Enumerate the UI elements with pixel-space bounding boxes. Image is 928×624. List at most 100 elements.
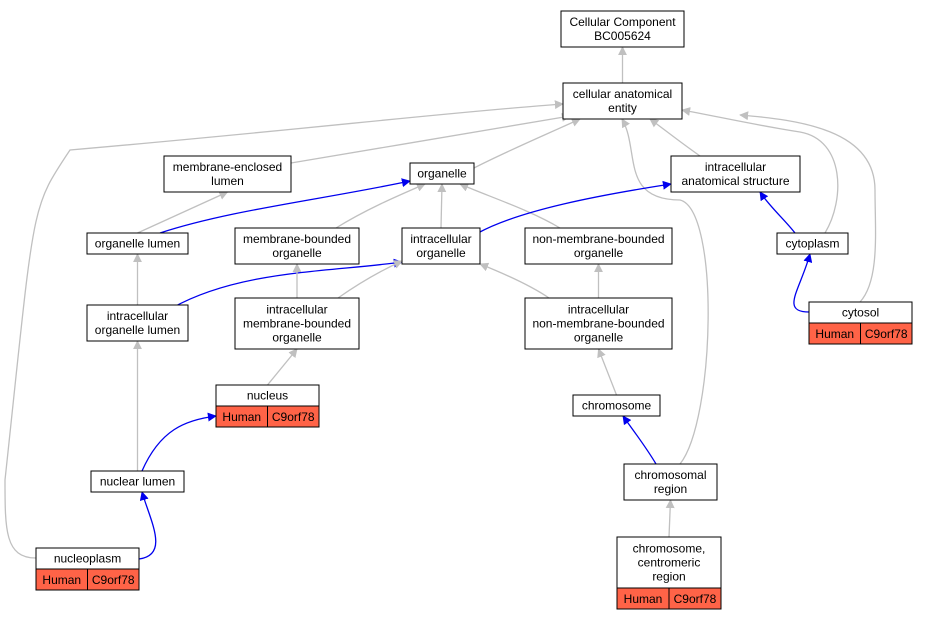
node-label: intracellular xyxy=(568,303,629,317)
node-label: region xyxy=(652,570,685,584)
edge-inmbo-to-io xyxy=(479,262,550,299)
node-label: nuclear lumen xyxy=(100,475,175,489)
annotation-gene: C9orf78 xyxy=(92,573,135,587)
node-box xyxy=(616,536,722,589)
node-box xyxy=(90,470,185,493)
node-label: organelle xyxy=(272,246,322,260)
annotation-gene: C9orf78 xyxy=(865,327,908,341)
edge-chregion-to-cae xyxy=(621,118,709,465)
node-label: nucleoplasm xyxy=(54,552,121,566)
node-box xyxy=(524,227,673,265)
edge-nucleus-to-imbo xyxy=(266,348,298,386)
node-box xyxy=(524,297,673,350)
node-label: entity xyxy=(608,101,637,115)
edge-nmbo-to-organelle xyxy=(459,183,561,229)
node-label: region xyxy=(654,482,687,496)
node-label: chromosome xyxy=(582,399,652,413)
node-box xyxy=(234,297,360,350)
node-label: chromosome, xyxy=(633,542,706,556)
node-box xyxy=(670,155,801,193)
node-label: membrane-bounded xyxy=(243,317,351,331)
node-box xyxy=(401,227,481,265)
node-olumen[interactable]: organelle lumen xyxy=(86,232,189,255)
node-label: organelle lumen xyxy=(95,323,180,337)
edge-olumen-to-mel xyxy=(137,191,229,234)
edge-olumen-to-organelle xyxy=(159,178,411,234)
node-box xyxy=(86,232,189,255)
node-nlumen[interactable]: nuclear lumen xyxy=(90,470,185,493)
edge-mel-to-cae xyxy=(290,112,571,164)
annotation-cell xyxy=(860,322,913,345)
edge-nlumen-to-nucleus xyxy=(141,412,217,472)
edge-chromosome-to-inmbo xyxy=(597,348,618,396)
node-label: anatomical structure xyxy=(681,174,789,188)
edge-imbo-to-io xyxy=(337,260,403,299)
edge-io-to-organelle xyxy=(437,183,447,229)
edge-chregion-to-chromosome xyxy=(622,415,657,465)
node-label: organelle lumen xyxy=(95,237,180,251)
node-label: Cellular Component xyxy=(569,15,676,29)
node-label: cytosol xyxy=(842,306,879,320)
node-label: cytoplasm xyxy=(785,237,839,251)
node-label: organelle xyxy=(416,246,466,260)
node-label: membrane-enclosed xyxy=(173,160,282,174)
node-box xyxy=(163,155,292,193)
annotation-organism: Human xyxy=(42,573,81,587)
node-label: non-membrane-bounded xyxy=(532,317,664,331)
node-box xyxy=(562,82,683,120)
node-label: intracellular xyxy=(107,309,168,323)
node-chromosome[interactable]: chromosome xyxy=(572,394,661,417)
node-label: organelle xyxy=(574,331,624,345)
node-organelle[interactable]: organelle xyxy=(409,162,475,185)
node-inmbo[interactable]: intracellularnon-membrane-boundedorganel… xyxy=(524,297,673,350)
node-label: cellular anatomical xyxy=(573,87,672,101)
edge-nucleoplasm-to-cae xyxy=(4,100,564,559)
node-label: centromeric xyxy=(638,556,701,570)
annotation-cell xyxy=(267,405,320,428)
node-label: chromosomal xyxy=(634,468,706,482)
node-box xyxy=(572,394,661,417)
annotation-gene: C9orf78 xyxy=(674,592,717,606)
edge-cytosol-to-cytoplasm xyxy=(793,253,813,313)
node-label: intracellular xyxy=(705,160,766,174)
annotation-gene: C9orf78 xyxy=(272,410,315,424)
edge-organelle-to-cae xyxy=(473,118,581,169)
node-box xyxy=(409,162,475,185)
edge-io-to-ias xyxy=(477,180,672,234)
node-label: BC005624 xyxy=(594,29,651,43)
node-label: intracellular xyxy=(410,232,471,246)
edge-iol-to-io xyxy=(171,258,403,309)
edge-ias-to-cae xyxy=(649,118,701,157)
node-box xyxy=(234,227,360,265)
node-cytoplasm[interactable]: cytoplasm xyxy=(776,232,849,255)
edge-cytoplasm-to-ias xyxy=(759,191,796,234)
annotation-cell xyxy=(668,587,722,610)
edge-mbo-to-organelle xyxy=(335,183,426,229)
node-label: organelle xyxy=(272,331,322,345)
annotation-organism: Human xyxy=(815,327,854,341)
node-label: organelle xyxy=(574,246,624,260)
node-label: intracellular xyxy=(266,303,327,317)
node-label: organelle xyxy=(417,167,467,181)
edge-cytoplasm-to-cae xyxy=(681,107,839,234)
edge-cytosol-to-cae xyxy=(739,111,877,303)
edge-ccr-to-chregion xyxy=(665,499,675,538)
node-label: membrane-bounded xyxy=(243,232,351,246)
